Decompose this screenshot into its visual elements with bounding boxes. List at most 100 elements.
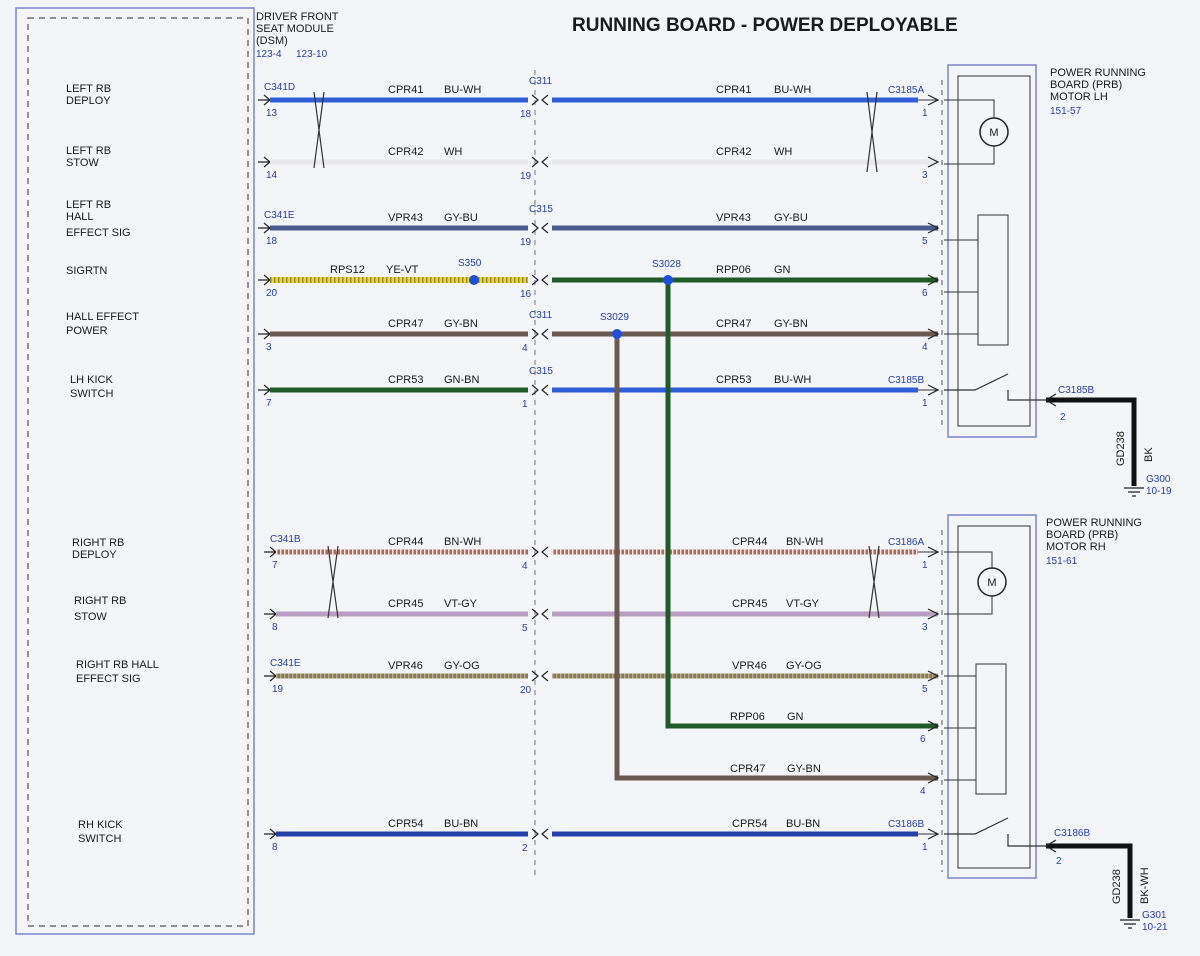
- svg-text:LEFT RB: LEFT RB: [66, 145, 111, 157]
- ground-rh-arrow: [1044, 839, 1057, 853]
- right-wire-color: BU-WH: [774, 374, 811, 386]
- dsm-dashed-box: [27, 17, 249, 927]
- lh-hall-sensor: [977, 214, 1009, 346]
- splice-runs: RPP06 GN 6 CPR47 GY-BN 4: [614, 280, 940, 797]
- page-title: RUNNING BOARD - POWER DEPLOYABLE: [572, 15, 958, 36]
- inline-connector-id: C311: [529, 310, 553, 321]
- inline-pin-number: 19: [520, 237, 532, 248]
- svg-text:HALL: HALL: [66, 211, 94, 223]
- rh-motor-label-3: MOTOR RH: [1046, 541, 1106, 553]
- motor-pin-arrow: [927, 546, 940, 558]
- left-wire-color: GY-BU: [444, 212, 478, 224]
- inline-pin-number: 4: [522, 343, 528, 354]
- inline-connector-arrow: [531, 384, 549, 396]
- right-wire-color: GN: [774, 264, 791, 276]
- left-circuit-id: CPR42: [388, 146, 423, 158]
- lh-kick-switch-icon: [944, 373, 1046, 401]
- ground-rh: C3186B 2 GD238 BK-WH G301 10-21: [1044, 828, 1168, 933]
- dsm-connector-id: C341B: [270, 534, 301, 545]
- lh-motor-m: M: [989, 127, 998, 139]
- rh-kick-switch-icon: [944, 817, 1046, 847]
- motor-pin-number: 1: [922, 842, 928, 853]
- ground-lh-wire: [1046, 397, 1137, 486]
- right-circuit-id: CPR45: [732, 598, 767, 610]
- ground-rh-symbol: [1120, 919, 1140, 929]
- motor-pin-arrow: [927, 328, 940, 340]
- dsm-label-line3: (DSM): [256, 35, 288, 47]
- inline-connector-arrow: [531, 546, 549, 558]
- lh-hall-leads: [944, 239, 978, 335]
- left-wire-color: YE-VT: [386, 264, 419, 276]
- motor-connector-id: C3185B: [888, 375, 924, 386]
- left-circuit-id: CPR41: [388, 84, 423, 96]
- dsm-module: DRIVER FRONT SEAT MODULE (DSM) 123-4 123…: [15, 7, 339, 935]
- right-wire-color: BU-WH: [774, 84, 811, 96]
- left-circuit-id: CPR47: [388, 318, 423, 330]
- lh-motor-label-1: POWER RUNNING: [1050, 67, 1146, 79]
- dsm-connector-id: C341E: [264, 210, 295, 221]
- motor-pin-number: 3: [922, 622, 928, 633]
- right-circuit-id: CPR44: [732, 536, 767, 548]
- rh-extra-brown-pin: 4: [920, 786, 926, 797]
- inline-pin-number: 20: [520, 685, 532, 696]
- svg-text:LH KICK: LH KICK: [70, 374, 113, 386]
- left-circuit-id: CPR53: [388, 374, 423, 386]
- ground-lh: C3185B 2 GD238 BK G300 10-19: [1044, 385, 1172, 497]
- twisted-pairs: [313, 91, 880, 619]
- right-circuit-id: CPR41: [716, 84, 751, 96]
- left-wire-color: BN-WH: [444, 536, 481, 548]
- motor-pin-number: 5: [922, 236, 928, 247]
- right-circuit-id: CPR47: [716, 318, 751, 330]
- motor-pin-arrow: [927, 384, 940, 396]
- inline-connector-id: C315: [529, 366, 553, 377]
- svg-text:STOW: STOW: [66, 157, 99, 169]
- inline-pin-number: 2: [522, 843, 528, 854]
- lh-motor-frame: [947, 64, 1037, 438]
- right-wire-color: VT-GY: [786, 598, 820, 610]
- motor-pin-number: 5: [922, 684, 928, 695]
- ground-rh-ref: 10-21: [1142, 922, 1168, 933]
- inline-connector-id: C311: [529, 76, 553, 87]
- dsm-connector-id: C341D: [264, 82, 295, 93]
- splice-s3029: [612, 329, 622, 339]
- rh-motor-frame: [947, 514, 1037, 879]
- ground-rh-pin: 2: [1056, 856, 1062, 867]
- dsm-label-line2: SEAT MODULE: [256, 23, 334, 35]
- left-wire-color: VT-GY: [444, 598, 478, 610]
- splice-s350: [469, 275, 479, 285]
- lh-motor-label-3: MOTOR LH: [1050, 91, 1108, 103]
- right-circuit-id: CPR53: [716, 374, 751, 386]
- motor-pin-number: 6: [922, 288, 928, 299]
- rh-extra-green-circuit: RPP06: [730, 711, 765, 723]
- ground-rh-wire: [1046, 843, 1133, 918]
- svg-text:POWER: POWER: [66, 325, 108, 337]
- ground-lh-pin: 2: [1060, 412, 1066, 423]
- dsm-ref-1: 123-4: [256, 49, 282, 60]
- motor-pin-arrow: [927, 94, 940, 106]
- inline-connector-arrow: [531, 328, 549, 340]
- inline-pin-number: 18: [520, 109, 532, 120]
- right-circuit-id: CPR54: [732, 818, 767, 830]
- svg-text:LEFT RB: LEFT RB: [66, 199, 111, 211]
- svg-text:DEPLOY: DEPLOY: [66, 95, 111, 107]
- motor-pin-arrow: [927, 670, 940, 682]
- ground-lh-conn: C3185B: [1058, 385, 1094, 396]
- svg-text:DEPLOY: DEPLOY: [72, 549, 117, 561]
- motor-pin-number: 1: [922, 108, 928, 119]
- dsm-pin-number: 18: [266, 236, 278, 247]
- inline-pin-number: 1: [522, 399, 528, 410]
- dsm-pin-number: 19: [272, 684, 284, 695]
- rh-extra-brown-color: GY-BN: [787, 763, 821, 775]
- left-wire-color: BU-WH: [444, 84, 481, 96]
- rh-extra-green-color: GN: [787, 711, 804, 723]
- svg-text:SIGRTN: SIGRTN: [66, 265, 107, 277]
- motor-pin-arrow: [927, 156, 940, 168]
- dsm-ref-2: 123-10: [296, 49, 328, 60]
